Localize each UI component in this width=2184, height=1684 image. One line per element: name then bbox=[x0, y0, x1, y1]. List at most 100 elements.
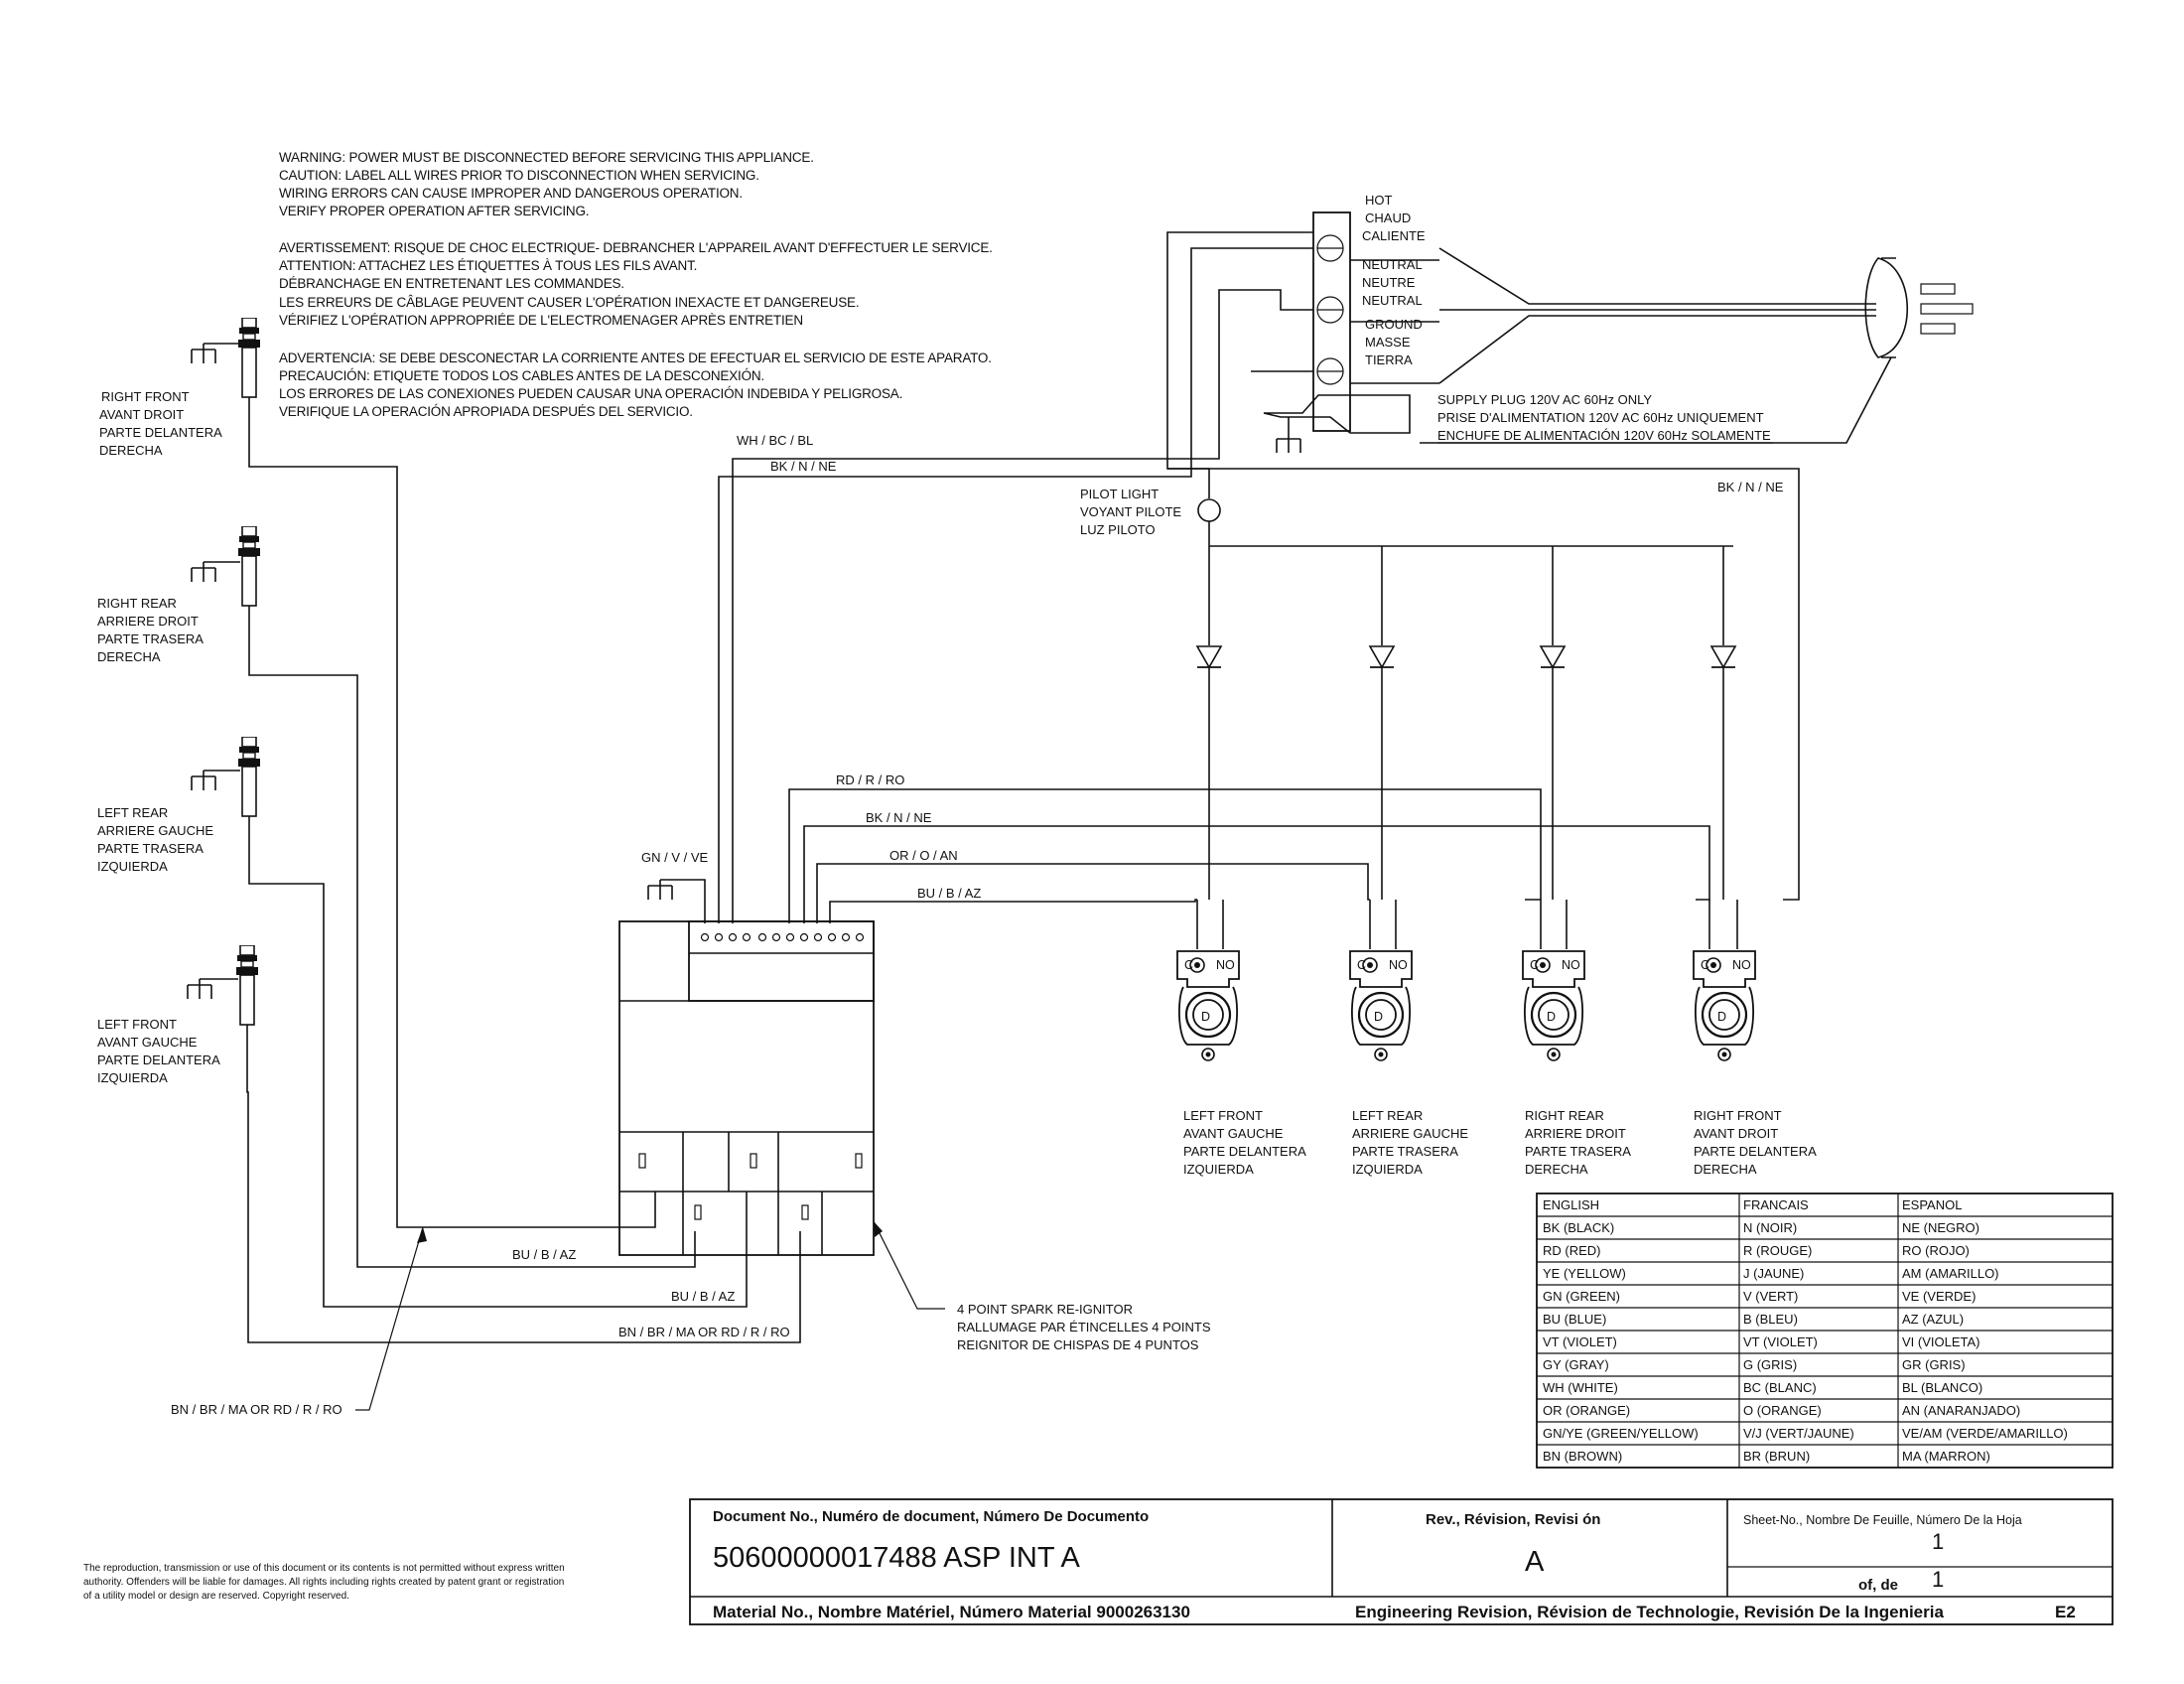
pilot-light-label: LUZ PILOTO bbox=[1080, 522, 1156, 537]
ground-symbol-icon bbox=[647, 880, 673, 901]
warning-line: LES ERREURS DE CÂBLAGE PEUVENT CAUSER L'… bbox=[279, 295, 859, 310]
table-row: WH (WHITE)BC (BLANC)BL (BLANCO) bbox=[1543, 1380, 1982, 1395]
ground-symbol-icon bbox=[191, 771, 216, 791]
burner-switch-right-front: C NO D RIGHT FRONT AVANT DROIT PARTE DEL… bbox=[1692, 949, 1817, 1177]
table-row: OR (ORANGE) O (ORANGE) AN (ANARANJADO) bbox=[1543, 1403, 2020, 1418]
spark-terminal bbox=[694, 1204, 702, 1220]
table-cell: AZ (AZUL) bbox=[1902, 1312, 1964, 1327]
switch-terminal-c: C bbox=[1701, 958, 1709, 972]
ground-symbol-icon bbox=[1276, 433, 1301, 454]
table-cell: AM (AMARILLO) bbox=[1902, 1266, 1999, 1281]
switch-terminal-no: NO bbox=[1216, 958, 1235, 972]
table-cell: BK (BLACK) bbox=[1543, 1220, 1614, 1235]
wire-label: BK / N / NE bbox=[866, 810, 932, 825]
table-cell: OR (ORANGE) bbox=[1543, 1403, 1630, 1418]
material-number-label: Material No., Nombre Matériel, Número Ma… bbox=[713, 1603, 1190, 1621]
ground-symbol-icon bbox=[191, 562, 216, 583]
table-header-row: ENGLISH FRANCAIS ESPANOL bbox=[1543, 1197, 1962, 1212]
terminal-label-ground: TIERRA bbox=[1365, 352, 1413, 367]
terminal-label-neutral: NEUTRAL bbox=[1362, 257, 1423, 272]
table-cell: RD (RED) bbox=[1543, 1243, 1601, 1258]
table-cell: J (JAUNE) bbox=[1743, 1266, 1804, 1281]
switch-label: RIGHT FRONT bbox=[1694, 1108, 1782, 1123]
electrode-wires bbox=[246, 427, 801, 1343]
table-cell: BC (BLANC) bbox=[1743, 1380, 1817, 1395]
table-header: ESPANOL bbox=[1902, 1197, 1962, 1212]
warning-line: PRECAUCIÓN: ETIQUETE TODOS LOS CABLES AN… bbox=[279, 368, 764, 383]
table-cell: BU (BLUE) bbox=[1543, 1312, 1606, 1327]
table-cell: B (BLEU) bbox=[1743, 1312, 1798, 1327]
copyright-notice: The reproduction, transmission or use of… bbox=[83, 1563, 565, 1602]
warning-line: ATTENTION: ATTACHEZ LES ÉTIQUETTES À TOU… bbox=[279, 258, 697, 273]
warning-line: VÉRIFIEZ L'OPÉRATION APPROPRIÉE DE L'ELE… bbox=[279, 313, 803, 328]
switch-label: IZQUIERDA bbox=[1352, 1162, 1423, 1177]
electrode-left-front: LEFT FRONT AVANT GAUCHE PARTE DELANTERA … bbox=[97, 945, 259, 1085]
electrode-label: PARTE TRASERA bbox=[97, 841, 204, 856]
table-cell: GR (GRIS) bbox=[1902, 1357, 1966, 1372]
terminal-block: HOT CHAUD CALIENTE NEUTRAL NEUTRE NEUTRA… bbox=[1263, 193, 1439, 454]
warning-line: WARNING: POWER MUST BE DISCONNECTED BEFO… bbox=[279, 150, 814, 165]
burner-switch-left-front: C NO D LEFT FRONT AVANT GAUCHE PARTE DEL… bbox=[1175, 949, 1306, 1177]
supply-plug-label: SUPPLY PLUG 120V AC 60Hz ONLY PRISE D'AL… bbox=[1437, 392, 1773, 444]
table-cell: G (GRIS) bbox=[1743, 1357, 1797, 1372]
reignitor-label: 4 POINT SPARK RE-IGNITOR bbox=[957, 1302, 1133, 1317]
engineering-revision-value: E2 bbox=[2055, 1603, 2076, 1621]
table-cell: R (ROUGE) bbox=[1743, 1243, 1812, 1258]
terminal-label-neutral: NEUTRE bbox=[1362, 275, 1416, 290]
switch-terminal-d: D bbox=[1547, 1010, 1556, 1024]
switch-label: PARTE TRASERA bbox=[1525, 1144, 1631, 1159]
electrode-right-rear: RIGHT REAR ARRIERE DROIT PARTE TRASERA D… bbox=[97, 526, 261, 664]
table-cell: YE (YELLOW) bbox=[1543, 1266, 1626, 1281]
switch-terminal-c: C bbox=[1184, 958, 1193, 972]
wire-label: OR / O / AN bbox=[889, 848, 958, 863]
burner-switch-right-rear: C NO D RIGHT REAR ARRIERE DROIT PARTE TR… bbox=[1521, 949, 1631, 1177]
electrode-icon bbox=[237, 737, 261, 846]
table-cell: O (ORANGE) bbox=[1743, 1403, 1822, 1418]
table-row: RD (RED)R (ROUGE)RO (ROJO) bbox=[1543, 1243, 1970, 1258]
switch-wires bbox=[788, 788, 1738, 949]
table-cell: VT (VIOLET) bbox=[1543, 1334, 1617, 1349]
wire-label: BK / N / NE bbox=[1717, 480, 1784, 494]
table-cell: VI (VIOLETA) bbox=[1902, 1334, 1980, 1349]
electrode-label: ARRIERE GAUCHE bbox=[97, 823, 213, 838]
wire-label: BN / BR / MA OR RD / R / RO bbox=[618, 1325, 790, 1339]
document-number: 50600000017488 ASP INT A bbox=[713, 1542, 1080, 1574]
table-cell: AN (ANARANJADO) bbox=[1902, 1403, 2020, 1418]
sheet-number-label: Sheet-No., Nombre De Feuille, Número De … bbox=[1743, 1513, 2022, 1527]
warning-line: LOS ERRORES DE LAS CONEXIONES PUEDEN CAU… bbox=[279, 386, 902, 401]
table-header: ENGLISH bbox=[1543, 1197, 1599, 1212]
electrode-label: PARTE TRASERA bbox=[97, 632, 204, 646]
switch-label: ARRIERE DROIT bbox=[1525, 1126, 1626, 1141]
warning-line: AVERTISSEMENT: RISQUE DE CHOC ELECTRIQUE… bbox=[279, 240, 993, 255]
electrode-label: DERECHA bbox=[97, 649, 161, 664]
table-cell: VT (VIOLET) bbox=[1743, 1334, 1818, 1349]
electrode-label: AVANT GAUCHE bbox=[97, 1035, 198, 1050]
terminal-label-hot: HOT bbox=[1365, 193, 1393, 208]
warning-line: WIRING ERRORS CAN CAUSE IMPROPER AND DAN… bbox=[279, 186, 743, 201]
switch-terminal-d: D bbox=[1374, 1010, 1383, 1024]
wire-label: GN / V / VE bbox=[641, 850, 709, 865]
switch-label: LEFT REAR bbox=[1352, 1108, 1423, 1123]
electrode-icon bbox=[237, 318, 261, 427]
table-row: GN/YE (GREEN/YELLOW)V/J (VERT/JAUNE)VE/A… bbox=[1543, 1426, 2068, 1441]
left-wire-callout: BN / BR / MA OR RD / R / RO bbox=[171, 1226, 427, 1417]
table-cell: VE (VERDE) bbox=[1902, 1289, 1976, 1304]
copyright-line: authority. Offenders will be liable for … bbox=[83, 1577, 564, 1588]
pilot-light-label: PILOT LIGHT bbox=[1080, 487, 1159, 501]
electrode-left-rear: LEFT REAR ARRIERE GAUCHE PARTE TRASERA I… bbox=[97, 737, 261, 874]
table-row: BN (BROWN)BR (BRUN)MA (MARRON) bbox=[1543, 1449, 1990, 1464]
warning-line: CAUTION: LABEL ALL WIRES PRIOR TO DISCON… bbox=[279, 168, 759, 183]
electrode-label: AVANT DROIT bbox=[99, 407, 184, 422]
switch-terminal-d: D bbox=[1717, 1010, 1726, 1024]
electrode-label: RIGHT FRONT bbox=[101, 389, 190, 404]
table-header: FRANCAIS bbox=[1743, 1197, 1809, 1212]
diode-icon bbox=[1540, 645, 1566, 668]
supply-plug-text: SUPPLY PLUG 120V AC 60Hz ONLY bbox=[1437, 392, 1652, 407]
document-number-label: Document No., Numéro de document, Número… bbox=[713, 1508, 1149, 1525]
switch-terminal-c: C bbox=[1530, 958, 1539, 972]
pilot-light-label: VOYANT PILOTE bbox=[1080, 504, 1181, 519]
electrode-label: PARTE DELANTERA bbox=[99, 425, 222, 440]
terminal-label-hot: CHAUD bbox=[1365, 210, 1411, 225]
switch-terminal-c: C bbox=[1357, 958, 1366, 972]
